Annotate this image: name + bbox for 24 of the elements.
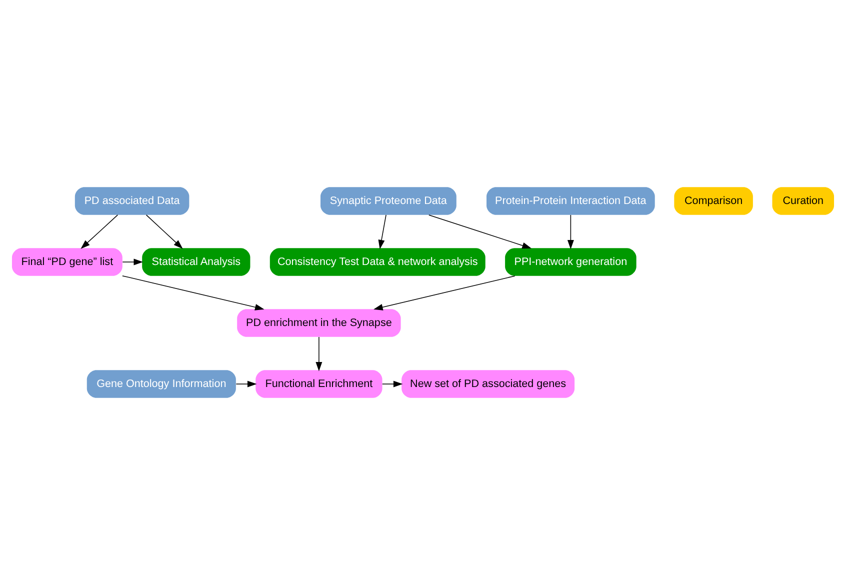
node-box: Statistical Analysis [142, 248, 250, 276]
arrow [80, 214, 118, 249]
node-box: PPI-network generation [505, 248, 636, 276]
arrow [122, 275, 264, 310]
node-box: Gene Ontology Information [86, 370, 236, 398]
node-box: Functional Enrichment [256, 370, 382, 398]
arrow [428, 214, 532, 249]
node-box: Final “PD gene” list [12, 248, 122, 276]
node-box: Synaptic Proteome Data [320, 187, 456, 215]
arrow [146, 214, 183, 249]
arrow [236, 380, 257, 388]
arrow [567, 214, 574, 250]
node-box: Curation [772, 187, 834, 215]
node-box: New set of PD associated genes [402, 370, 575, 398]
arrow [382, 380, 403, 388]
node-box: PD enrichment in the Synapse [237, 309, 401, 337]
node-box: Comparison [674, 187, 753, 215]
arrow [374, 276, 516, 310]
node-box: PD associated Data [74, 187, 190, 215]
node-box: Consistency Test Data & network analysis [270, 248, 486, 276]
node-box: Protein-Protein Interaction Data [486, 187, 655, 215]
arrow [316, 336, 322, 372]
arrow [122, 258, 144, 266]
arrow [378, 214, 386, 250]
